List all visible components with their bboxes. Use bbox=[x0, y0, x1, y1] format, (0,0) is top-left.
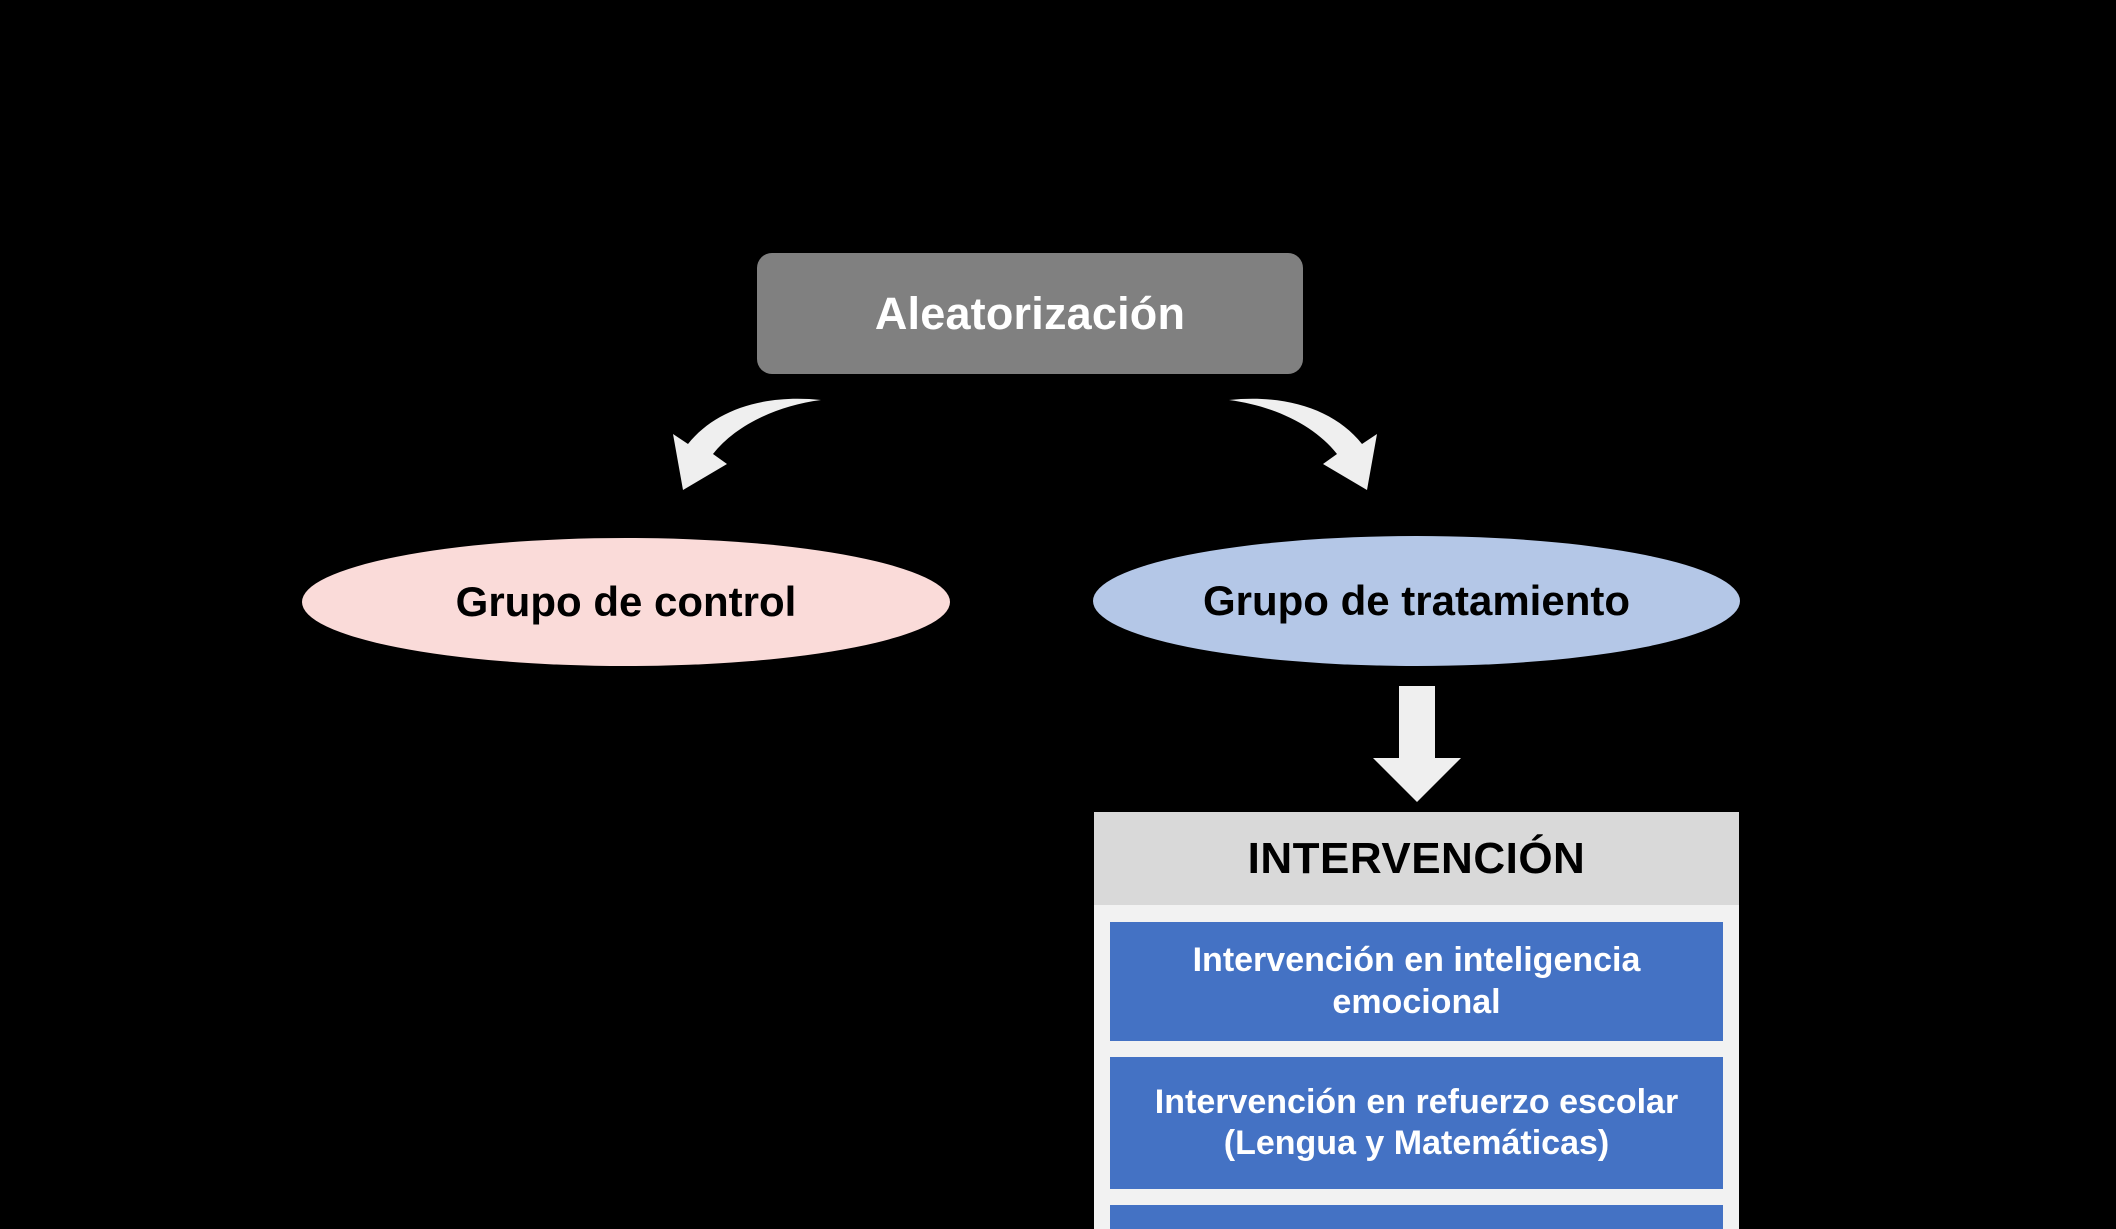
intervention-card[interactable]: Intervención en refuerzo escolar (Lengua… bbox=[1110, 1057, 1723, 1189]
intervention-panel-title: INTERVENCIÓN bbox=[1247, 833, 1586, 883]
intervention-card-label: Intervención en refuerzo escolar (Lengua… bbox=[1154, 1082, 1679, 1162]
arrow-treatment-to-intervention-icon bbox=[1373, 686, 1461, 802]
randomization-label: Aleatorización bbox=[874, 287, 1186, 339]
group-label-control: Grupo de control bbox=[455, 577, 797, 625]
randomization-node[interactable]: Aleatorización bbox=[757, 253, 1303, 374]
intervention-card-label: Intervención en inteligencia emocional bbox=[1192, 941, 1641, 1021]
group-node-treatment[interactable]: Grupo de tratamiento bbox=[1093, 536, 1740, 666]
arrow-randomization-to-control-icon bbox=[673, 398, 821, 490]
intervention-panel: INTERVENCIÓN Intervención en inteligenci… bbox=[1094, 812, 1739, 1229]
group-node-control[interactable]: Grupo de control bbox=[302, 538, 950, 666]
arrow-randomization-to-treatment-icon bbox=[1229, 398, 1377, 490]
intervention-card[interactable] bbox=[1110, 1205, 1723, 1229]
intervention-panel-header: INTERVENCIÓN bbox=[1094, 812, 1739, 905]
intervention-panel-body: Intervención en inteligencia emocional I… bbox=[1094, 905, 1739, 1229]
group-label-treatment: Grupo de tratamiento bbox=[1202, 576, 1631, 624]
intervention-card[interactable]: Intervención en inteligencia emocional bbox=[1110, 922, 1723, 1041]
